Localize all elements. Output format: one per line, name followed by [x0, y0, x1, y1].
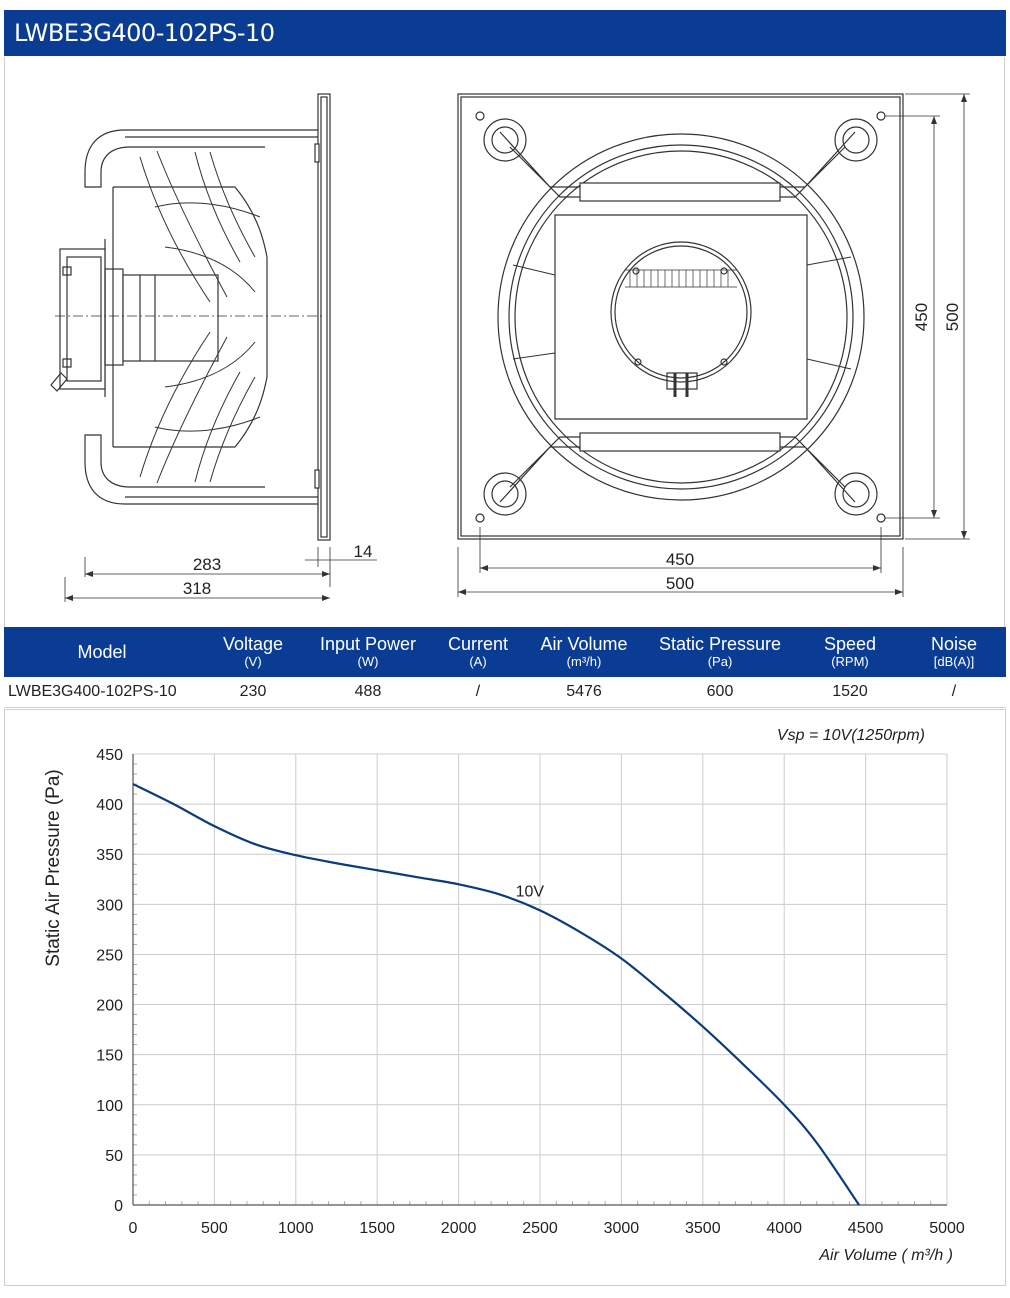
y-tick-label: 250 — [96, 947, 123, 964]
x-tick-label: 5000 — [929, 1220, 965, 1237]
x-axis-label: Air Volume ( m³/h ) — [818, 1247, 953, 1264]
x-tick-label: 3000 — [604, 1220, 640, 1237]
x-tick-label: 500 — [201, 1220, 228, 1237]
dim-height-500-label: 500 — [943, 303, 962, 331]
chart-grid — [132, 753, 948, 1206]
cell-current: / — [430, 677, 526, 708]
y-tick-label: 350 — [96, 847, 123, 864]
col-header-current: Current(A) — [430, 627, 526, 677]
y-tick-label: 0 — [114, 1198, 123, 1215]
dimension-drawing-panel: 283 318 14 — [4, 57, 1005, 627]
cell-speed: 1520 — [798, 677, 902, 708]
spec-table-header-row: Model Voltage(V) Input Power(W) Current(… — [4, 627, 1006, 677]
chart-series — [132, 783, 860, 1206]
dim-318-label: 318 — [183, 579, 211, 598]
col-header-air-volume: Air Volume(m³/h) — [526, 627, 642, 677]
x-tick-label: 3500 — [685, 1220, 721, 1237]
dim-height-450-label: 450 — [912, 303, 931, 331]
y-tick-label: 50 — [105, 1148, 123, 1165]
col-header-input-power: Input Power(W) — [306, 627, 430, 677]
y-axis-label: Static Air Pressure (Pa) — [43, 769, 64, 966]
y-tick-label: 200 — [96, 998, 123, 1015]
y-tick-label: 100 — [96, 1098, 123, 1115]
x-tick-label: 4000 — [766, 1220, 802, 1237]
spec-table: Model Voltage(V) Input Power(W) Current(… — [4, 627, 1006, 708]
cell-noise: / — [902, 677, 1006, 708]
col-header-noise: Noise[dB(A)] — [902, 627, 1006, 677]
col-header-speed: Speed(RPM) — [798, 627, 902, 677]
side-view-drawing — [50, 93, 377, 602]
cell-model: LWBE3G400-102PS-10 — [4, 677, 200, 708]
series-line-10v — [132, 783, 860, 1206]
y-tick-label: 450 — [96, 747, 123, 764]
dim-14-label: 14 — [354, 542, 373, 561]
dim-width-450-label: 450 — [666, 550, 694, 569]
dim-width-500-label: 500 — [666, 574, 694, 593]
x-tick-label: 1500 — [359, 1220, 395, 1237]
cell-input-power: 488 — [306, 677, 430, 708]
x-tick-label: 4500 — [848, 1220, 884, 1237]
front-view-drawing — [457, 93, 970, 597]
chart-title: Vsp = 10V(1250rpm) — [777, 727, 925, 744]
cell-air-volume: 5476 — [526, 677, 642, 708]
chart-axes — [132, 754, 947, 1206]
dim-283-label: 283 — [193, 555, 221, 574]
x-tick-label: 1000 — [278, 1220, 314, 1237]
cell-voltage: 230 — [200, 677, 306, 708]
y-tick-label: 150 — [96, 1048, 123, 1065]
series-label-10v: 10V — [516, 883, 545, 900]
y-tick-label: 400 — [96, 797, 123, 814]
page-title: LWBE3G400-102PS-10 — [4, 10, 1006, 56]
dimension-drawings: 283 318 14 — [50, 93, 970, 602]
col-header-static-pressure: Static Pressure(Pa) — [642, 627, 798, 677]
col-header-voltage: Voltage(V) — [200, 627, 306, 677]
y-tick-label: 300 — [96, 897, 123, 914]
x-tick-label: 2500 — [522, 1220, 558, 1237]
x-tick-label: 0 — [129, 1220, 138, 1237]
table-row: LWBE3G400-102PS-10 230 488 / 5476 600 15… — [4, 677, 1006, 708]
x-tick-label: 2000 — [441, 1220, 477, 1237]
col-header-model: Model — [4, 627, 200, 677]
cell-static-pressure: 600 — [642, 677, 798, 708]
